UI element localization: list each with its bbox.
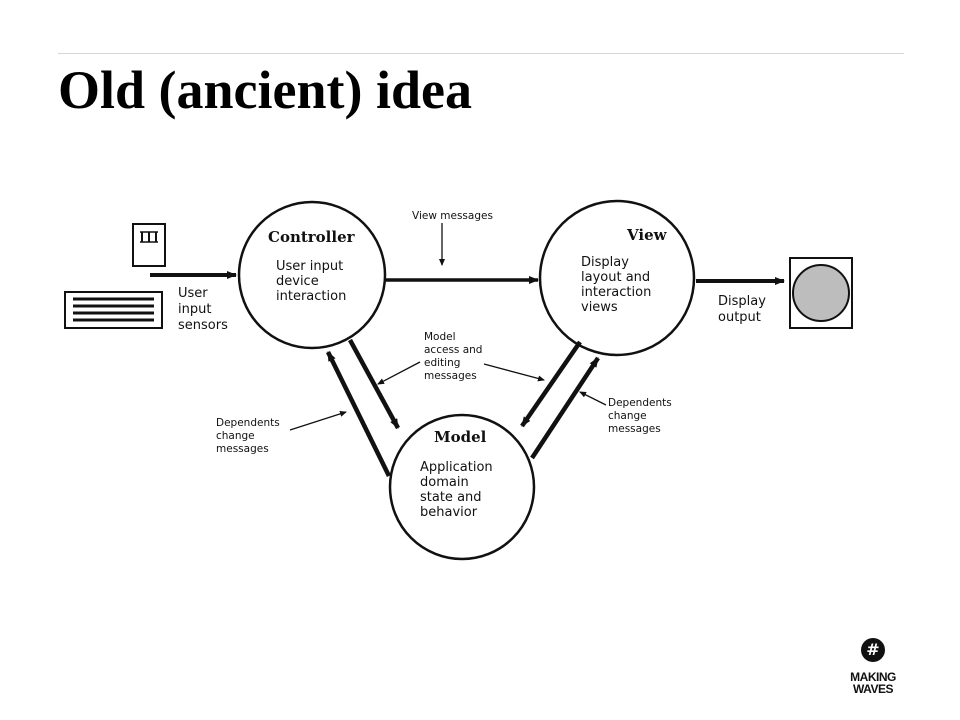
controller-line-1: User input xyxy=(276,259,343,274)
keyboard-icon xyxy=(64,291,163,329)
dependents-left-label-3: messages xyxy=(216,443,269,455)
view-node xyxy=(538,199,696,357)
view-line-4: views xyxy=(581,300,618,315)
view-messages-label: View messages xyxy=(412,210,493,222)
dependents-left-pointer xyxy=(289,410,347,431)
model-access-label-1: Model xyxy=(424,331,456,343)
controller-line-2: device xyxy=(276,274,319,289)
dependents-left-label-1: Dependents xyxy=(216,417,280,429)
slide-title: Old (ancient) idea xyxy=(58,60,472,120)
logo-text-making: MAKING xyxy=(850,670,896,684)
display-monitor-icon xyxy=(789,257,853,329)
model-to-view-arrow xyxy=(530,356,600,460)
model-node xyxy=(388,413,536,561)
view-line-1: Display xyxy=(581,255,629,270)
model-line-2: domain xyxy=(420,475,469,490)
dependents-right-label-1: Dependents xyxy=(608,397,672,409)
hash-logo-icon: # xyxy=(861,638,885,662)
controller-title: Controller xyxy=(268,228,356,246)
dependents-right-label-2: change xyxy=(608,410,647,422)
view-line-2: layout and xyxy=(581,270,650,285)
model-title: Model xyxy=(434,428,487,446)
dependents-right-pointer xyxy=(579,391,607,406)
model-access-label-4: messages xyxy=(424,370,477,382)
view-line-3: interaction xyxy=(581,285,651,300)
making-waves-logo: # MAKING WAVES xyxy=(842,638,904,696)
model-access-pointer-right xyxy=(483,363,545,382)
model-to-controller-arrow xyxy=(325,351,392,477)
model-line-1: Application xyxy=(420,460,493,475)
model-line-3: state and xyxy=(420,490,482,505)
title-divider xyxy=(58,53,904,54)
display-output-label-2: output xyxy=(718,310,761,325)
user-input-label-3: sensors xyxy=(178,318,228,333)
controller-node xyxy=(237,200,387,350)
model-access-pointer-left xyxy=(377,361,421,385)
input-device-icon xyxy=(132,223,166,267)
model-access-label-3: editing xyxy=(424,357,460,369)
dependents-left-label-2: change xyxy=(216,430,255,442)
display-output-label-1: Display xyxy=(718,294,766,309)
logo-text-waves: WAVES xyxy=(853,682,893,696)
user-input-label-2: input xyxy=(178,302,211,317)
dependents-right-label-3: messages xyxy=(608,423,661,435)
view-title: View xyxy=(626,226,668,244)
view-to-model-arrow xyxy=(520,340,582,428)
user-input-label-1: User xyxy=(178,286,208,301)
controller-to-model-arrow xyxy=(348,338,400,430)
model-access-label-2: access and xyxy=(424,344,482,356)
model-line-4: behavior xyxy=(420,505,478,520)
controller-line-3: interaction xyxy=(276,289,346,304)
